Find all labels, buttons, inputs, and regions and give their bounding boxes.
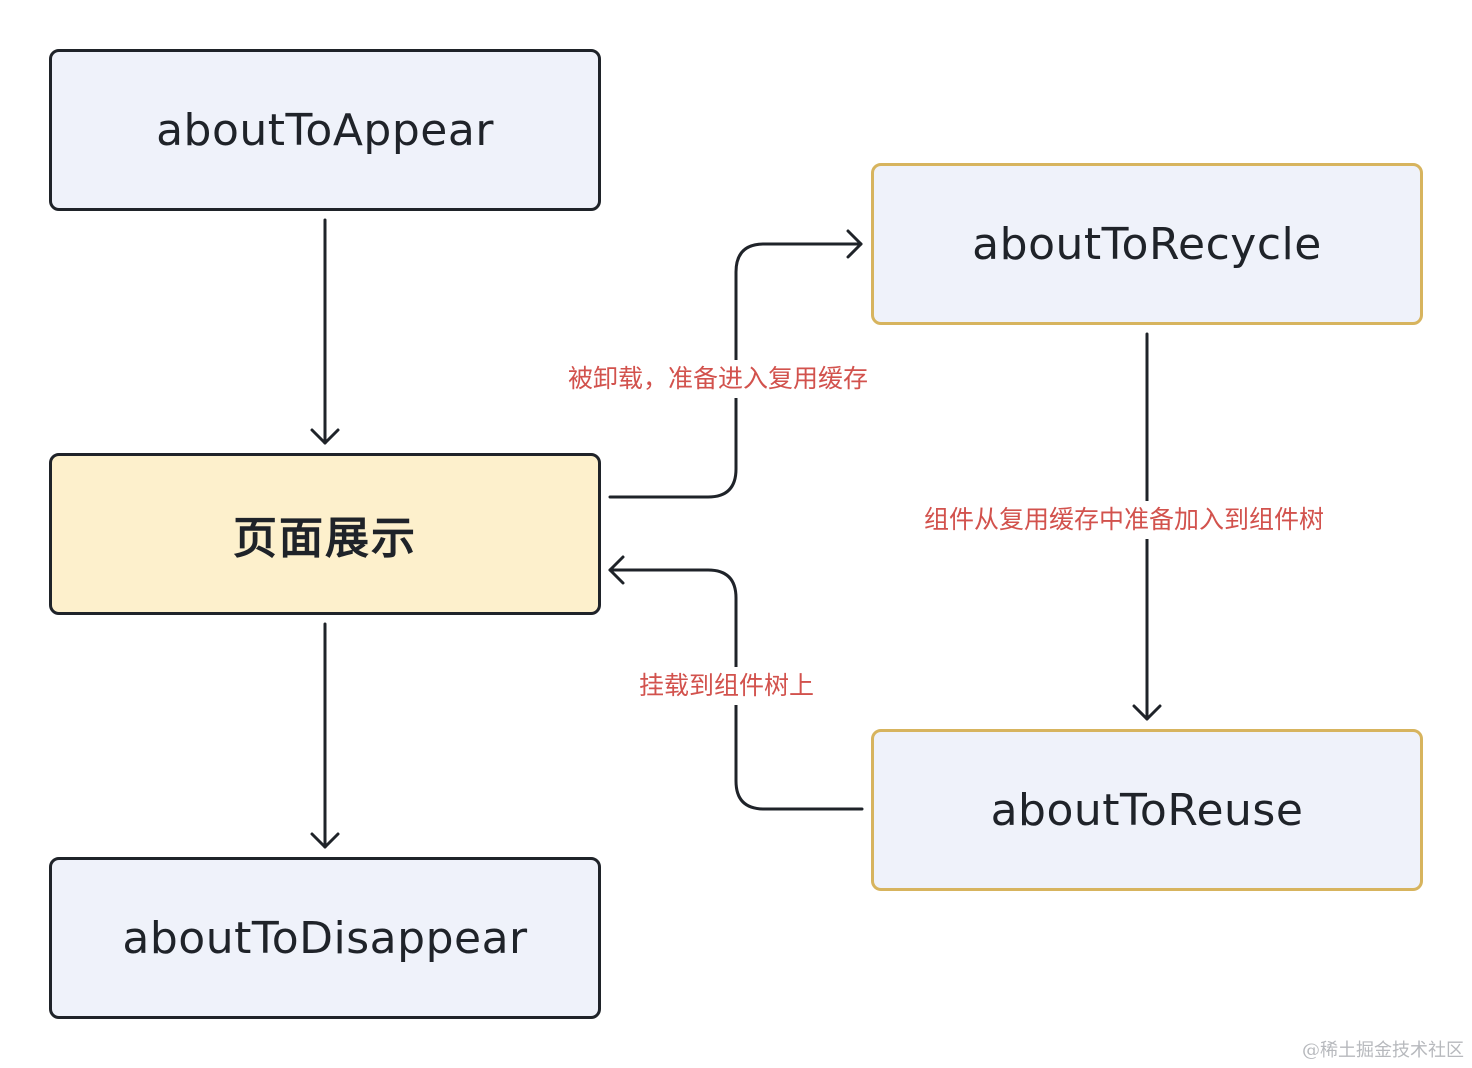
page-display-node: 页面展示: [49, 453, 601, 615]
about-to-recycle-label: aboutToRecycle: [972, 218, 1322, 270]
about-to-reuse-label: aboutToReuse: [990, 784, 1304, 836]
about-to-recycle-node: aboutToRecycle: [871, 163, 1423, 325]
arrowhead-display-to-recycle: [846, 229, 863, 259]
watermark: @稀土掘金技术社区: [1302, 1040, 1464, 1061]
about-to-appear-label: aboutToAppear: [156, 104, 494, 156]
arrowhead-appear-to-display: [310, 428, 340, 445]
about-to-reuse-node: aboutToReuse: [871, 729, 1423, 891]
page-display-label: 页面展示: [233, 513, 417, 564]
about-to-appear-node: aboutToAppear: [49, 49, 601, 211]
edge-label-to-recycle: 被卸载，准备进入复用缓存: [566, 360, 871, 398]
about-to-disappear-label: aboutToDisappear: [122, 912, 528, 964]
about-to-disappear-node: aboutToDisappear: [49, 857, 601, 1019]
arrowhead-reuse-to-display: [608, 555, 625, 585]
edge-label-mount: 挂载到组件树上: [637, 667, 817, 705]
arrowhead-recycle-to-reuse: [1132, 704, 1162, 721]
edge-label-to-reuse: 组件从复用缓存中准备加入到组件树: [922, 501, 1327, 539]
arrowhead-display-to-disappear: [310, 832, 340, 849]
